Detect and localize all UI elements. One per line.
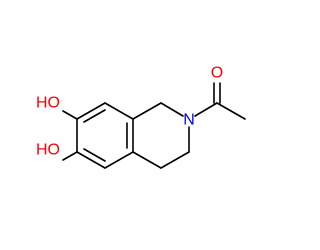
bond-c1-n2 <box>160 102 184 117</box>
bond-c8-c7 <box>76 102 106 120</box>
acetyl-group <box>194 82 246 120</box>
bond-c3-c4 <box>160 151 190 169</box>
aromatic-inner-bond <box>83 109 106 123</box>
bond-n2-carbonyl-carbon <box>194 102 218 117</box>
bond-c5-c4a <box>104 151 134 169</box>
bond-c8a-c1 <box>132 102 162 120</box>
carbonyl-oxygen-label: O <box>211 65 223 82</box>
bond-c4-c4a <box>132 151 162 169</box>
bond-c7-oh <box>62 110 78 120</box>
ring-nitrogen-label: N <box>183 112 195 129</box>
bond-c6-oh <box>62 151 78 161</box>
hydroxyl-top-label: HO <box>36 95 60 112</box>
benzene-ring <box>76 102 134 169</box>
tetrahydro-ring <box>132 102 190 169</box>
aromatic-inner-bond <box>83 148 106 162</box>
bond-carbonyl-methyl <box>216 102 246 120</box>
chemical-structure-diagram: O N HO HO <box>36 65 246 169</box>
hydroxyl-bottom-label: HO <box>36 142 60 159</box>
bond-c6-c5 <box>76 151 106 169</box>
bond-c8a-c8 <box>104 102 134 120</box>
